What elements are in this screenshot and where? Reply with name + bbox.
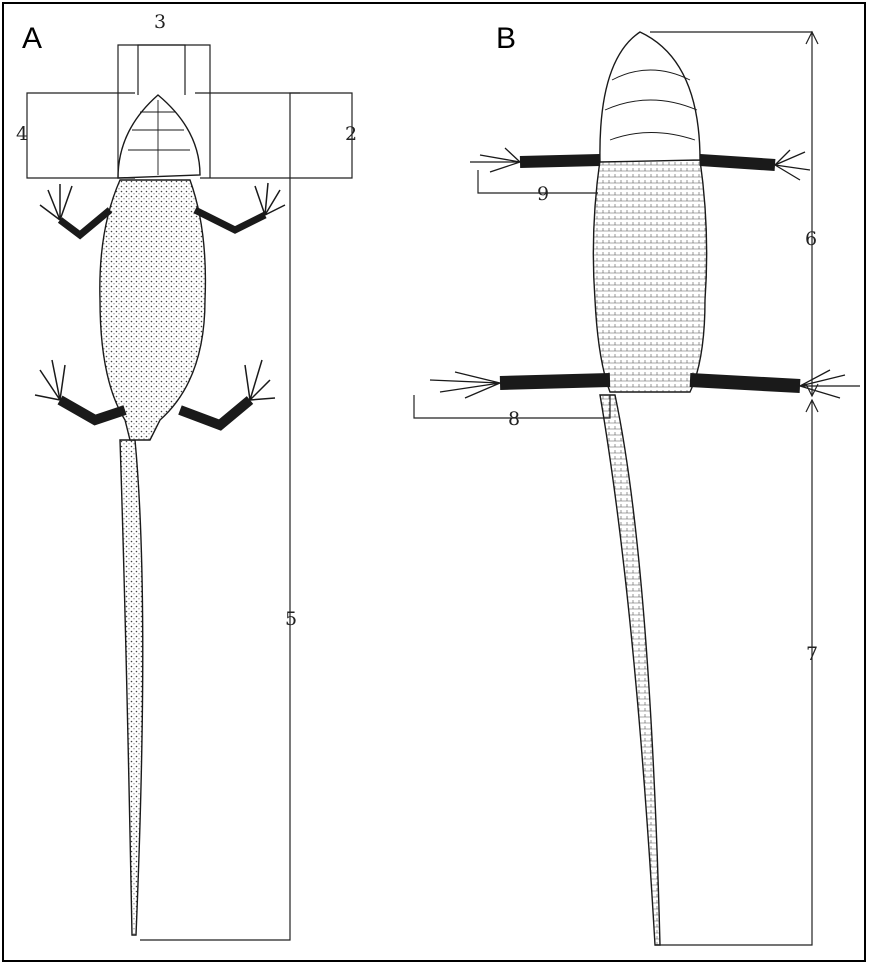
label-forelimb: 9 — [537, 183, 549, 205]
label-hindlimb: 8 — [508, 408, 520, 430]
label-head-length: 4 — [16, 123, 28, 145]
label-head-width: 2 — [345, 123, 357, 145]
label-tail: 7 — [806, 643, 818, 665]
lizard-a-dorsal — [35, 95, 285, 935]
lizard-b-ventral — [430, 32, 860, 945]
label-total-length: 5 — [285, 608, 297, 630]
label-snout-vent: 6 — [805, 228, 817, 250]
measurement-lines-a — [27, 45, 352, 940]
label-interorbital: 3 — [154, 11, 166, 33]
